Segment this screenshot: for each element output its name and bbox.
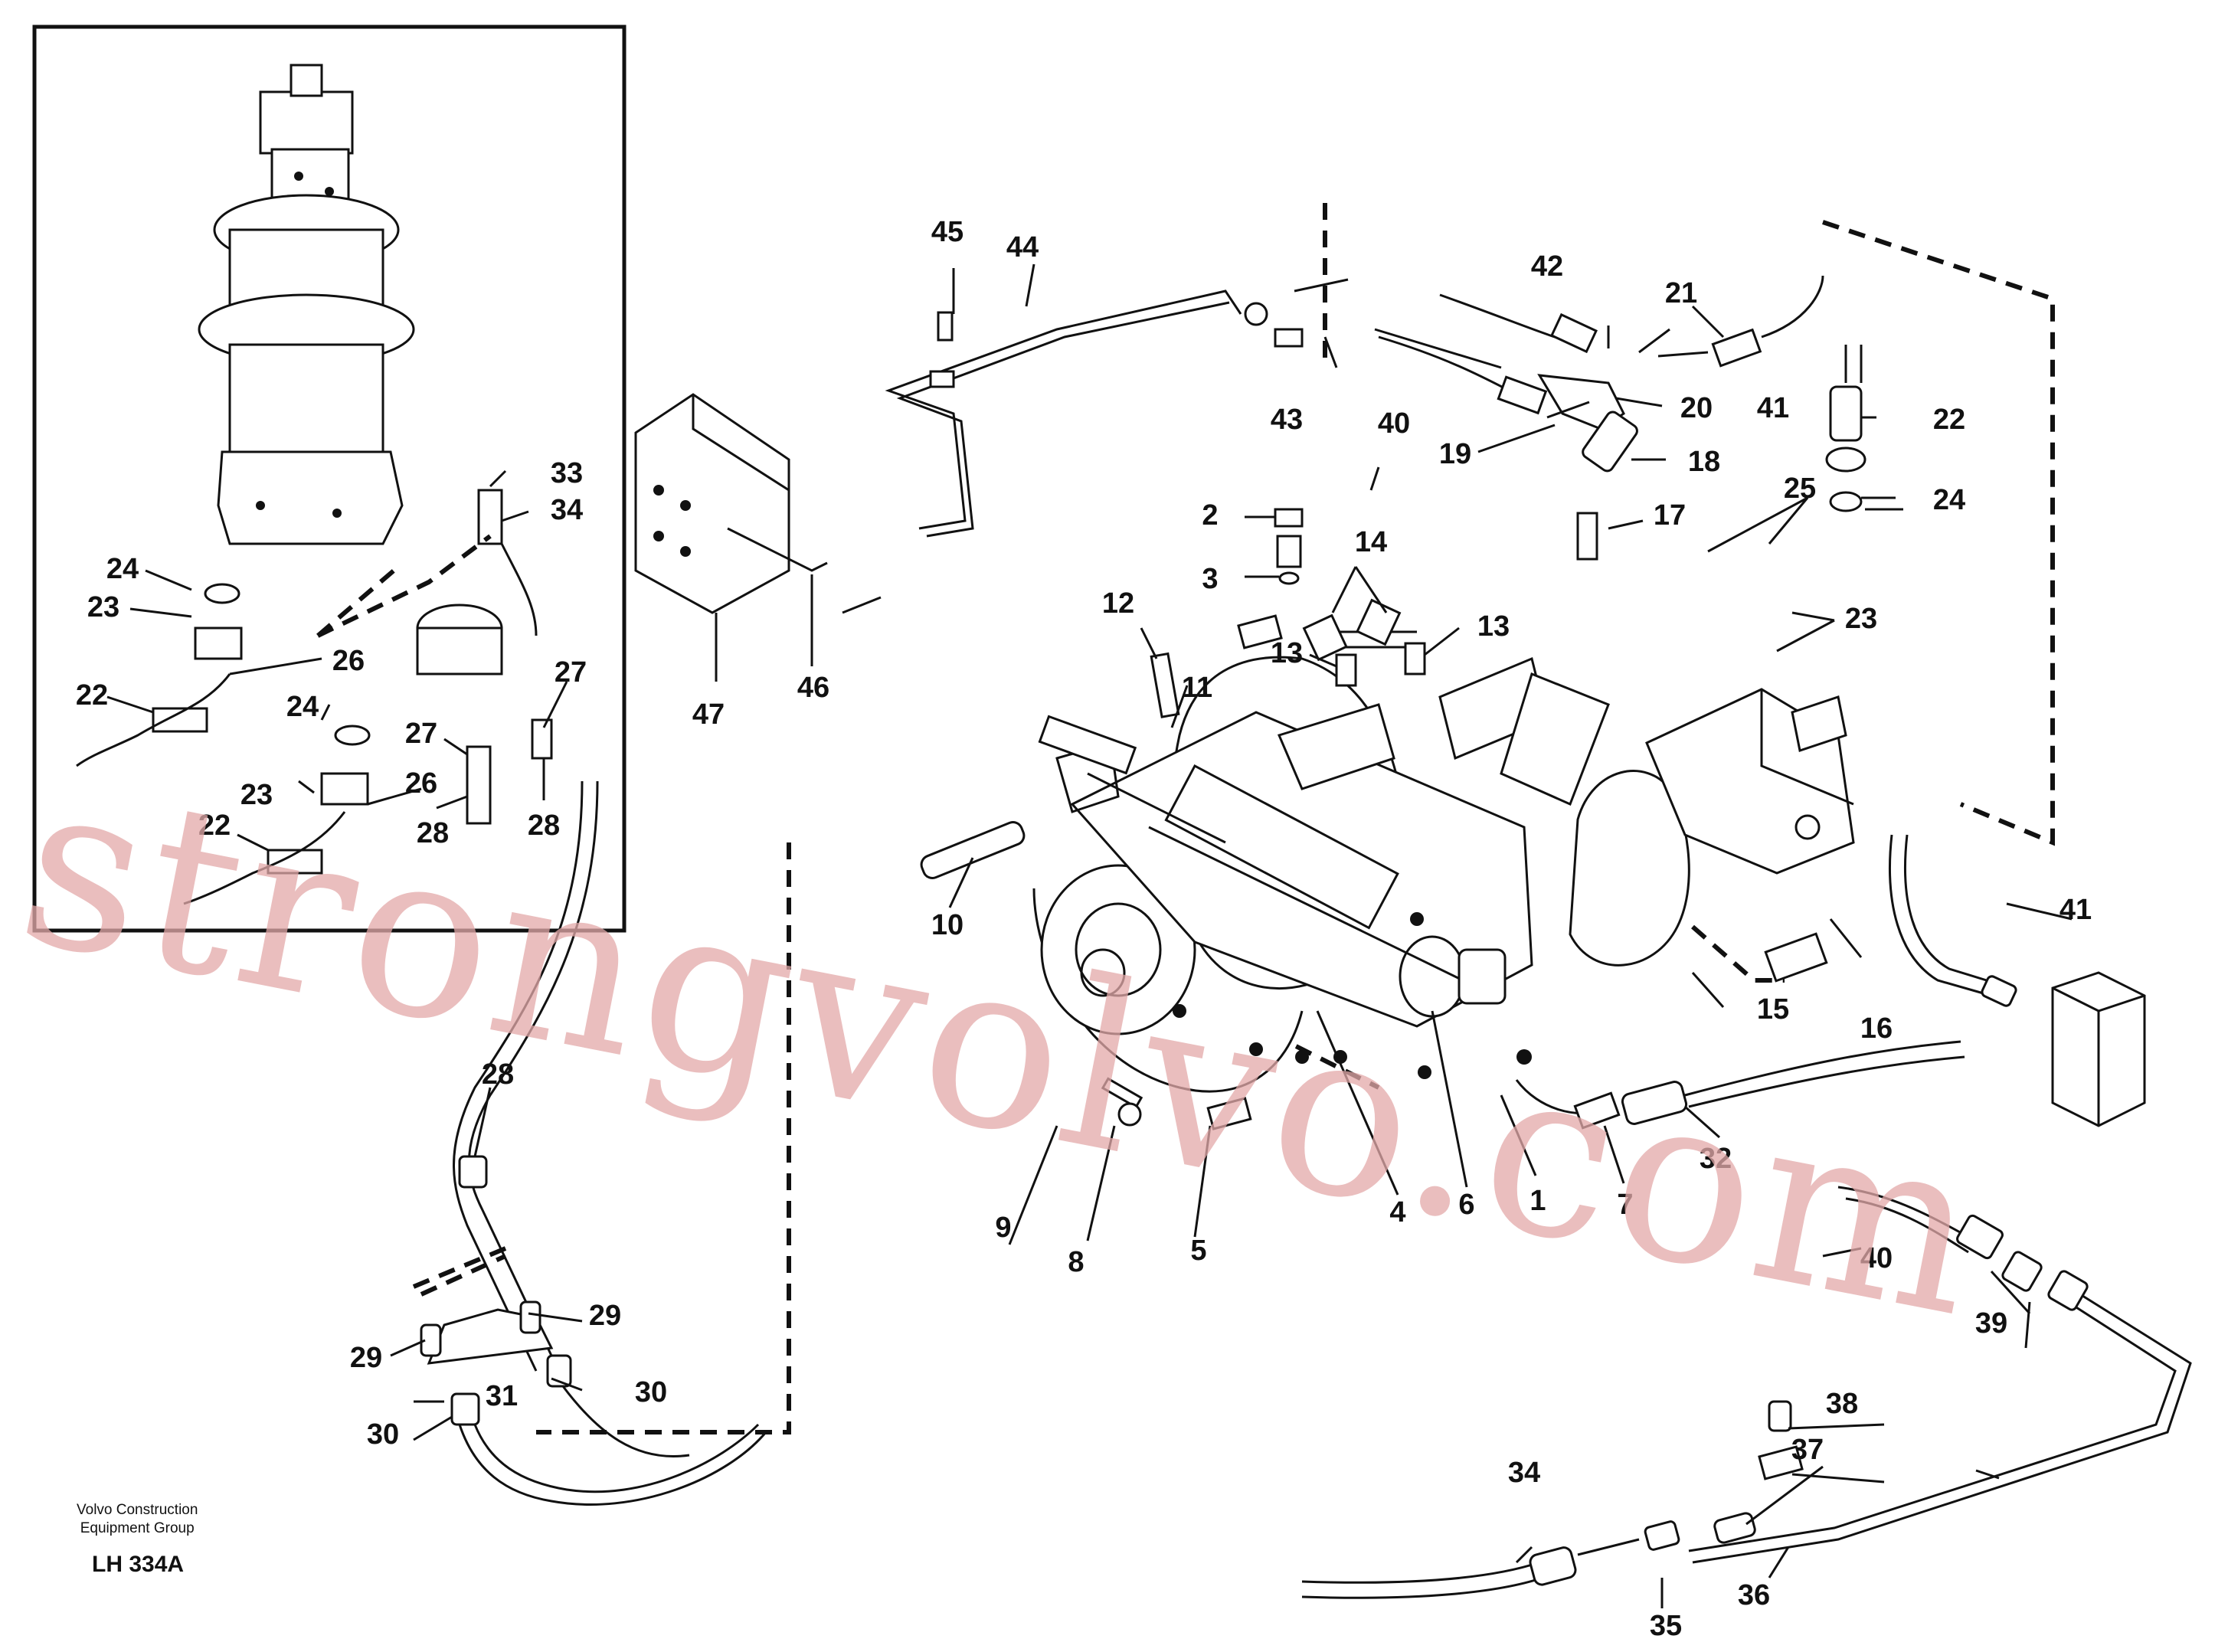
callout-36: 36 bbox=[1738, 1579, 1770, 1611]
callout-41a: 41 bbox=[1757, 392, 1789, 424]
callout-22c: 22 bbox=[198, 810, 231, 842]
callout-1: 1 bbox=[1530, 1185, 1546, 1217]
footer-group-line1: Volvo Construction bbox=[77, 1502, 198, 1518]
callout-27b: 27 bbox=[405, 718, 437, 750]
callout-35: 35 bbox=[1650, 1610, 1682, 1642]
callout-13a: 13 bbox=[1271, 637, 1303, 669]
callout-28c: 28 bbox=[482, 1058, 514, 1091]
callout-21: 21 bbox=[1665, 277, 1697, 309]
callout-44: 44 bbox=[1006, 231, 1039, 263]
callout-24a: 24 bbox=[1933, 484, 1965, 516]
callout-4: 4 bbox=[1389, 1196, 1405, 1228]
callout-31: 31 bbox=[486, 1380, 518, 1412]
dashed-outline-4 bbox=[420, 1254, 507, 1297]
callout-29a: 29 bbox=[589, 1300, 621, 1332]
callout-10: 10 bbox=[931, 909, 964, 941]
dashed-outline-6 bbox=[1270, 1032, 1380, 1090]
callout-43: 43 bbox=[1271, 404, 1303, 436]
callout-30b: 30 bbox=[367, 1418, 399, 1451]
callouts: 1 2 3 4 5 6 7 8 9 10 11 12 13 13 14 15 1… bbox=[76, 216, 2092, 1642]
callout-5: 5 bbox=[1190, 1235, 1206, 1267]
inset-hoses bbox=[76, 489, 553, 905]
callout-16: 16 bbox=[1860, 1012, 1893, 1045]
callout-28a: 28 bbox=[417, 817, 449, 849]
lower-hoses bbox=[1301, 834, 2192, 1599]
shaft-and-bolts bbox=[920, 508, 1828, 1130]
footer-reference: LH 334A bbox=[92, 1552, 185, 1577]
footer-block: Volvo Construction Equipment Group LH 33… bbox=[77, 1501, 198, 1578]
footer-group-line2: Equipment Group bbox=[80, 1520, 195, 1536]
callout-26a: 26 bbox=[332, 645, 365, 677]
callout-45: 45 bbox=[931, 216, 964, 248]
callout-40a: 40 bbox=[1378, 407, 1410, 440]
lower-left-hoses bbox=[412, 780, 767, 1506]
callout-18: 18 bbox=[1688, 446, 1720, 478]
callout-34a: 34 bbox=[551, 494, 583, 526]
callout-6: 6 bbox=[1458, 1189, 1474, 1221]
dashed-outline-3 bbox=[536, 842, 791, 1434]
callout-24c: 24 bbox=[286, 691, 319, 723]
callout-7: 7 bbox=[1617, 1189, 1633, 1221]
callout-2: 2 bbox=[1202, 499, 1218, 532]
swivel-joint-drawing bbox=[198, 64, 415, 545]
callout-23c: 23 bbox=[240, 779, 273, 811]
callout-23a: 23 bbox=[1845, 603, 1877, 635]
callout-11: 11 bbox=[1182, 672, 1212, 704]
callout-47: 47 bbox=[692, 698, 725, 731]
callout-9: 9 bbox=[995, 1212, 1011, 1244]
callout-46: 46 bbox=[797, 672, 829, 704]
valve-block-47 bbox=[634, 393, 828, 614]
callout-28b: 28 bbox=[528, 810, 560, 842]
callout-34b: 34 bbox=[1508, 1457, 1540, 1489]
callout-33: 33 bbox=[551, 457, 583, 489]
callout-19: 19 bbox=[1439, 438, 1471, 470]
pipe-44 bbox=[885, 290, 1304, 538]
callout-24b: 24 bbox=[106, 553, 139, 585]
callout-37: 37 bbox=[1791, 1434, 1824, 1466]
callout-14: 14 bbox=[1355, 526, 1387, 558]
callout-29b: 29 bbox=[350, 1342, 382, 1374]
callout-39: 39 bbox=[1975, 1307, 2007, 1340]
callout-30a: 30 bbox=[635, 1376, 667, 1408]
callout-13b: 13 bbox=[1477, 610, 1510, 643]
callout-38: 38 bbox=[1826, 1388, 1858, 1420]
pump-assembly bbox=[1032, 656, 1855, 1093]
callout-8: 8 bbox=[1068, 1246, 1084, 1278]
callout-27a: 27 bbox=[555, 656, 587, 689]
callout-40b: 40 bbox=[1860, 1242, 1893, 1274]
callout-25: 25 bbox=[1784, 473, 1816, 505]
callout-17: 17 bbox=[1654, 499, 1686, 532]
callout-12: 12 bbox=[1102, 587, 1134, 620]
inset-frame bbox=[32, 25, 627, 933]
callout-32: 32 bbox=[1700, 1143, 1732, 1175]
callout-26b: 26 bbox=[405, 767, 437, 800]
fittings-upper-right bbox=[1374, 275, 1866, 561]
callout-42: 42 bbox=[1531, 250, 1563, 283]
callout-3: 3 bbox=[1202, 563, 1218, 595]
callout-23b: 23 bbox=[87, 591, 119, 623]
leader-lines bbox=[106, 263, 2073, 1608]
dashed-outline-2 bbox=[1822, 220, 2055, 846]
callout-15: 15 bbox=[1757, 993, 1789, 1026]
callout-22b: 22 bbox=[76, 679, 108, 712]
callout-22a: 22 bbox=[1933, 404, 1965, 436]
callout-20: 20 bbox=[1680, 392, 1713, 424]
callout-41b: 41 bbox=[2060, 894, 2092, 926]
